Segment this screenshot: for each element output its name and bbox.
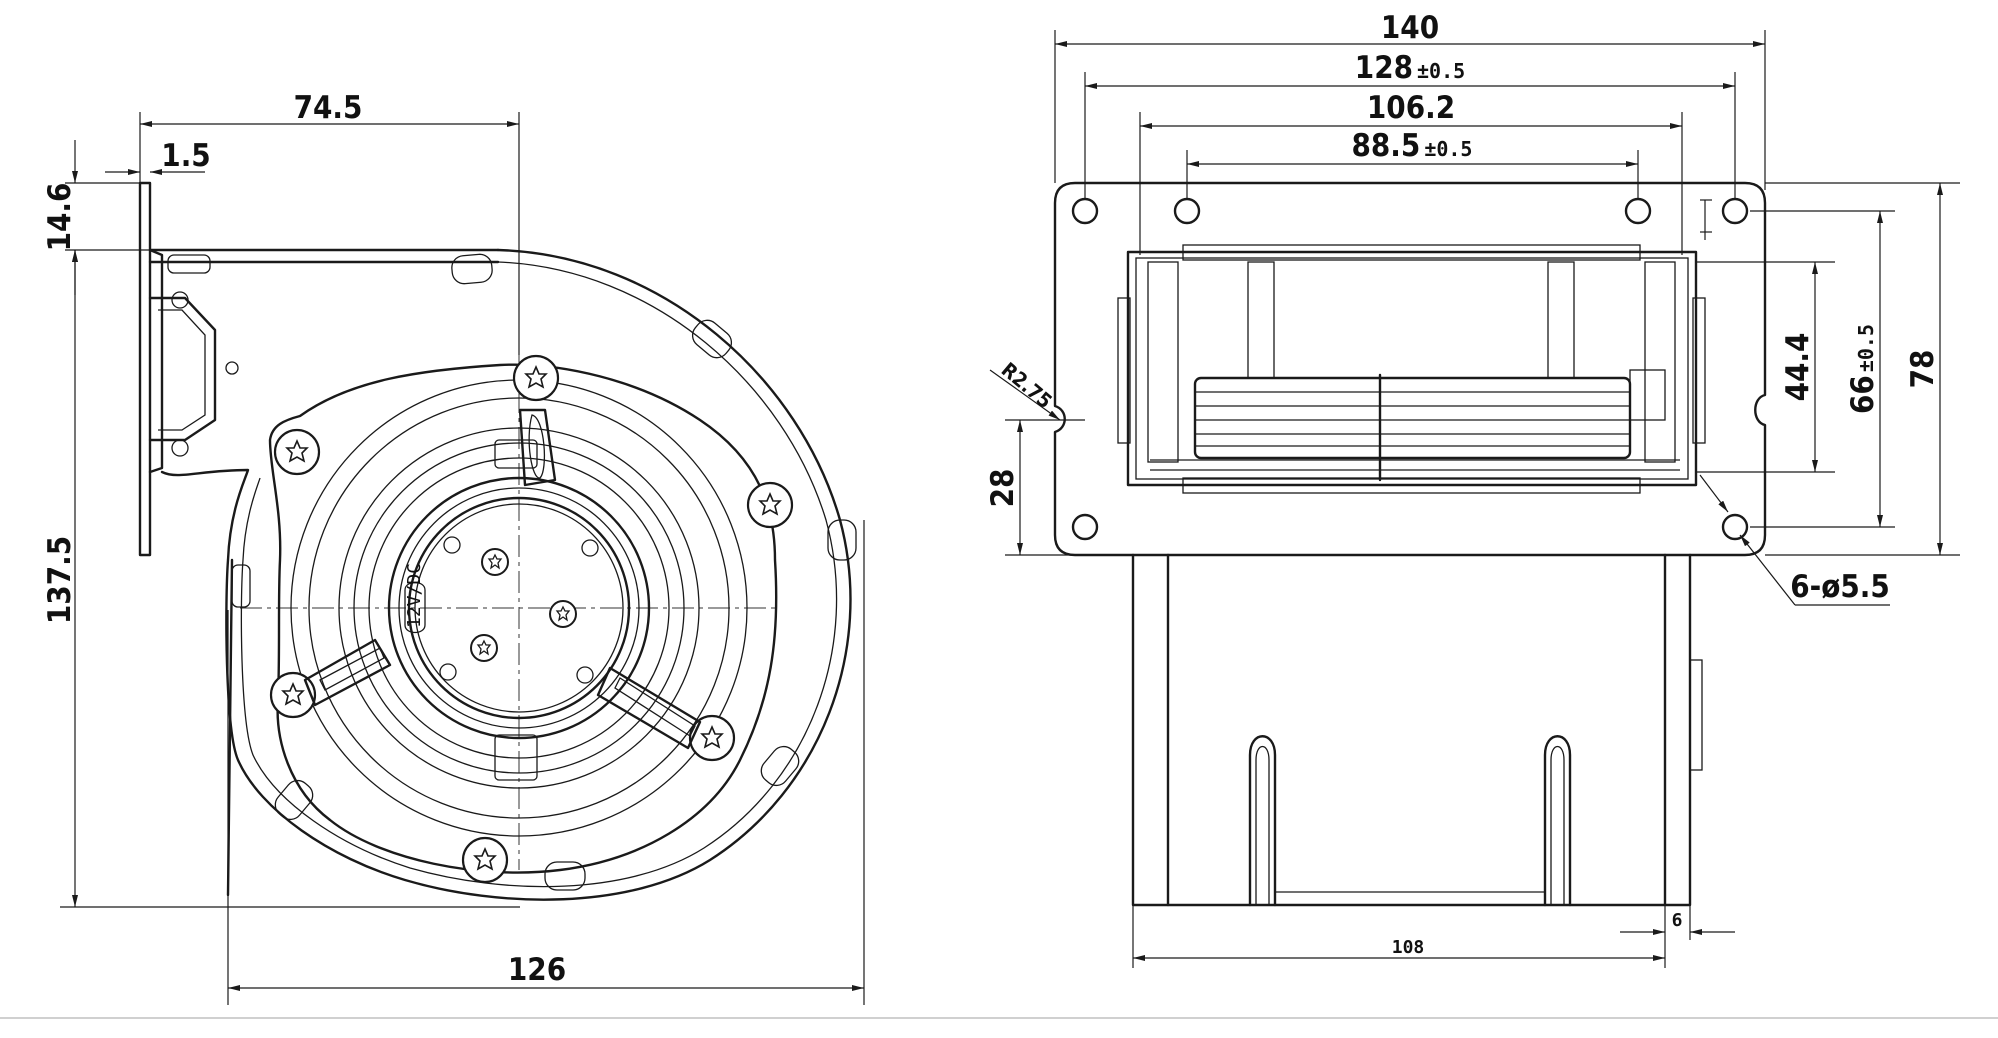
side-view: 140 128±0.5 106.2 88.5±0.5 44.4: [985, 10, 1960, 968]
side-housing: [1131, 553, 1703, 907]
front-view: 12V/DC 74.5 1.5 14.6 137.5: [42, 90, 865, 1005]
dim-1-5: 1.5: [161, 138, 210, 174]
dim-78: 78: [1905, 350, 1941, 389]
dim-14-6: 14.6: [42, 183, 78, 252]
dim-44-4: 44.4: [1780, 333, 1816, 402]
dim-106-2: 106.2: [1367, 90, 1455, 126]
dim-140: 140: [1381, 10, 1439, 46]
dim-28: 28: [985, 469, 1021, 508]
dim-137-5: 137.5: [42, 536, 78, 624]
mounting-plate: [1053, 181, 1767, 557]
dim-74-5: 74.5: [294, 90, 363, 126]
dim-128: 128±0.5: [1355, 50, 1465, 86]
dim-6-holes: 6-ø5.5: [1790, 569, 1890, 605]
motor-support-arms: [303, 408, 702, 781]
dim-108: 108: [1392, 937, 1425, 958]
dim-6: 6: [1672, 910, 1683, 931]
outlet-opening: [1117, 244, 1706, 494]
mounting-flange: [138, 181, 500, 557]
dim-r2-75: R2.75: [997, 357, 1057, 413]
dim-66: 66±0.5: [1845, 324, 1881, 414]
side-dimensions: 140 128±0.5 106.2 88.5±0.5 44.4: [985, 10, 1960, 968]
motor-label: 12V/DC: [404, 563, 425, 628]
dim-126: 126: [508, 952, 566, 988]
front-dimensions: 74.5 1.5 14.6 137.5 126: [42, 90, 865, 1005]
scroll-housing: [160, 248, 857, 901]
front-centerlines: [240, 355, 775, 870]
motor-mount-ring: [268, 354, 794, 884]
motor-hub: 12V/DC: [404, 496, 631, 720]
dim-88-5: 88.5±0.5: [1352, 128, 1473, 164]
